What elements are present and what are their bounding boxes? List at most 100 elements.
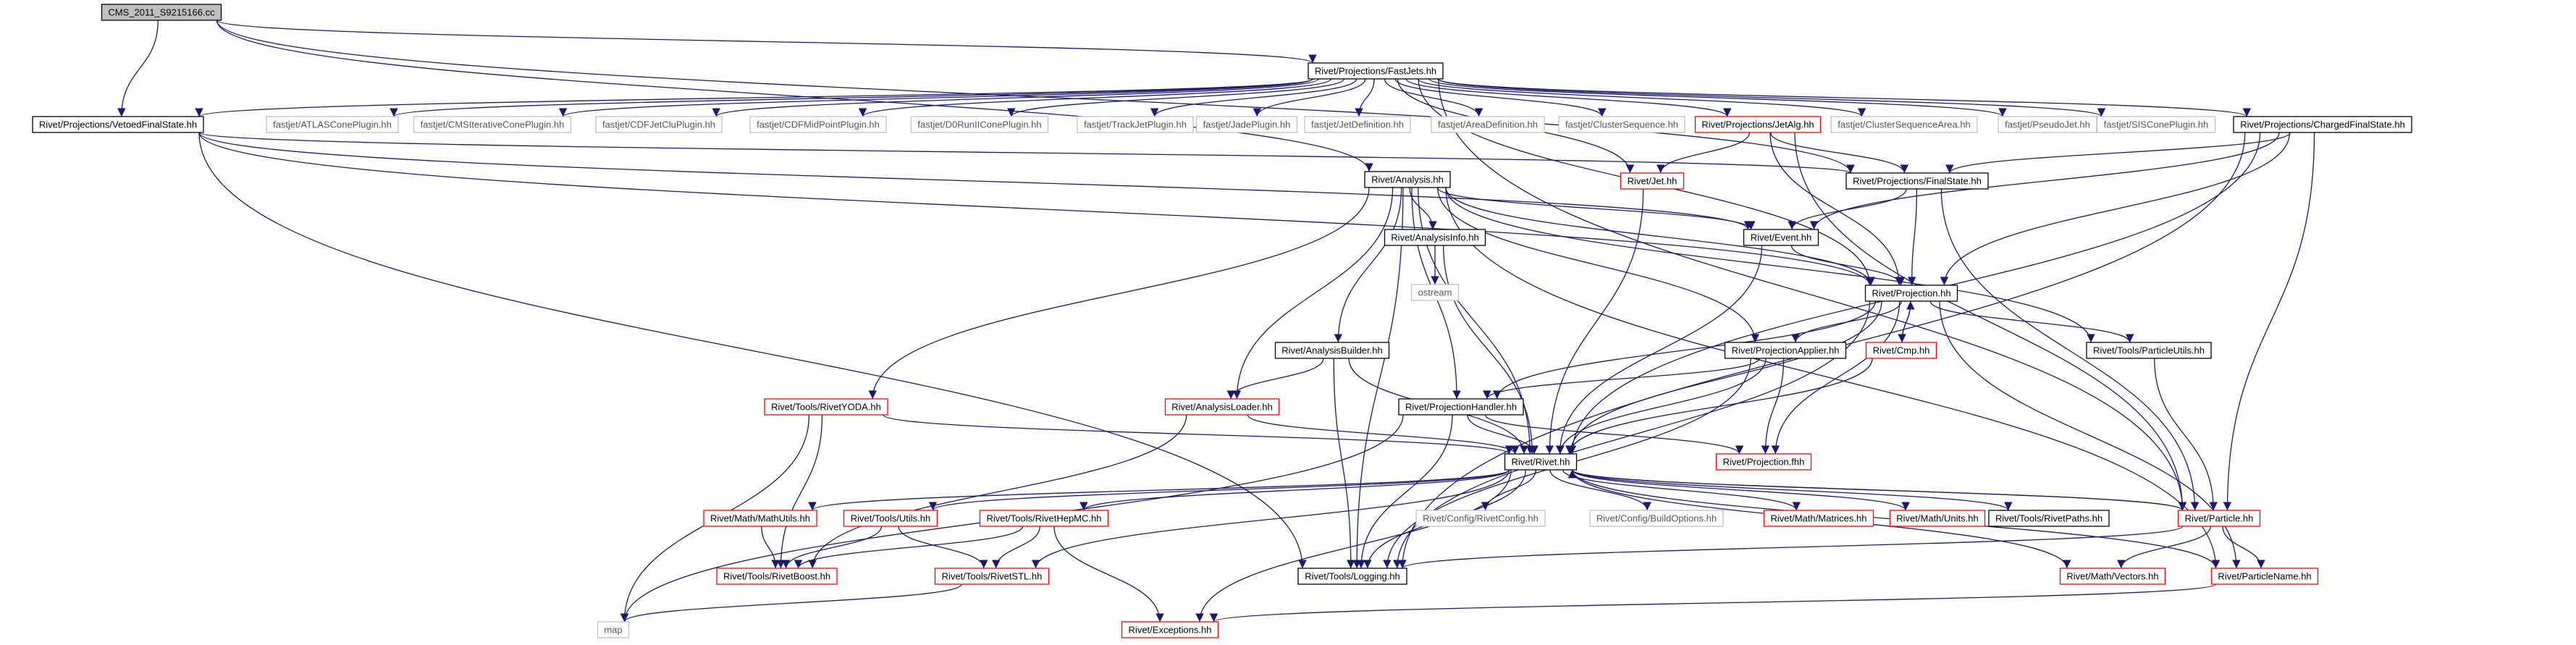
node-projapplier[interactable]: Rivet/ProjectionApplier.hh [1724,342,1847,359]
node-jade[interactable]: fastjet/JadePlugin.hh [1195,116,1298,133]
node-label: Rivet/Tools/RivetYODA.hh [771,402,881,413]
node-utils[interactable]: Rivet/Tools/Utils.hh [843,510,938,527]
node-box [1865,342,1937,359]
graph-nodes: CMS_2011_S9215166.ccRivet/Projections/Fa… [32,4,2412,638]
edge-analysis-to-analysisbuilder [1334,187,1402,343]
edge-fastjets-to-d0run [1007,78,1344,117]
node-logging[interactable]: Rivet/Tools/Logging.hh [1297,568,1407,585]
node-label: Rivet/Tools/ParticleUtils.hh [2093,345,2205,356]
node-ostream[interactable]: ostream [1410,284,1460,301]
node-box [1620,172,1685,190]
node-label: fastjet/SISConePlugin.hh [2104,119,2209,130]
node-box [1431,116,1545,133]
node-label: Rivet/Config/BuildOptions.hh [1596,513,1717,524]
node-exceptions[interactable]: Rivet/Exceptions.hh [1121,621,1219,638]
edge-particleutils-to-particle [2154,358,2218,511]
node-analysisloader[interactable]: Rivet/AnalysisLoader.hh [1164,398,1280,416]
edge-analysis-to-analysisinfo [1409,187,1437,230]
node-map[interactable]: map [597,621,630,638]
edge-particle-to-logging [1398,526,2184,569]
node-cdfmid[interactable]: fastjet/CDFMidPointPlugin.hh [749,116,887,133]
node-rivetboost[interactable]: Rivet/Tools/RivetBoost.hh [716,568,838,585]
node-event[interactable]: Rivet/Event.hh [1743,229,1819,246]
node-chargedfs[interactable]: Rivet/Projections/ChargedFinalState.hh [2233,116,2412,133]
node-finalstate[interactable]: Rivet/Projections/FinalState.hh [1845,172,1989,190]
node-analysisinfo[interactable]: Rivet/AnalysisInfo.hh [1384,229,1486,246]
node-box [2233,116,2412,133]
node-label: Rivet/ParticleName.hh [2218,571,2311,582]
edge-rivetyoda-to-rivet [883,414,1513,455]
edge-finalstate-to-event [1788,188,1907,230]
node-label: Rivet/Tools/Logging.hh [1305,571,1400,582]
node-matrices[interactable]: Rivet/Math/Matrices.hh [1763,510,1874,527]
edge-analysis-to-projapplier [1437,187,1760,343]
node-label: Rivet/Math/MathUtils.hh [710,513,810,524]
node-atlascone[interactable]: fastjet/ATLASConePlugin.hh [266,116,399,133]
node-jetdef[interactable]: fastjet/JetDefinition.hh [1304,116,1411,133]
node-projection[interactable]: Rivet/Projection.hh [1864,284,1958,302]
edge-fastjets-to-cdfmid [859,78,1332,117]
node-trackjet[interactable]: fastjet/TrackJetPlugin.hh [1077,116,1194,133]
node-jetalg[interactable]: Rivet/Projections/JetAlg.hh [1694,116,1822,133]
node-particlename[interactable]: Rivet/ParticleName.hh [2210,568,2319,585]
node-label: Rivet/ProjectionApplier.hh [1732,345,1840,356]
node-cdfjetclu[interactable]: fastjet/CDFJetCluPlugin.hh [595,116,723,133]
node-vectors[interactable]: Rivet/Math/Vectors.hh [2059,568,2166,585]
edge-fastjets-to-atlascone [390,78,1313,117]
node-units[interactable]: Rivet/Math/Units.hh [1889,510,1986,527]
node-analysis[interactable]: Rivet/Analysis.hh [1364,171,1451,188]
edge-projection-to-logging [1392,300,1871,569]
node-clusterseq[interactable]: fastjet/ClusterSequence.hh [1558,116,1685,133]
node-rivet[interactable]: Rivet/Rivet.hh [1504,453,1578,471]
node-projfhh[interactable]: Rivet/Projection.fhh [1715,453,1812,471]
node-label: fastjet/ClusterSequenceArea.hh [1838,119,1971,130]
node-box [1589,510,1724,527]
node-vetoedfs[interactable]: Rivet/Projections/VetoedFinalState.hh [32,116,204,133]
edge-analysis-to-logging [1352,187,1404,569]
node-root[interactable]: CMS_2011_S9215166.cc [101,4,222,21]
edge-cmp-to-projection [1901,300,1915,343]
node-mathutils[interactable]: Rivet/Math/MathUtils.hh [703,510,817,527]
node-analysisbuilder[interactable]: Rivet/AnalysisBuilder.hh [1274,342,1390,359]
node-pseudojet[interactable]: fastjet/PseudoJet.hh [1998,116,2097,133]
node-particle[interactable]: Rivet/Particle.hh [2177,510,2261,527]
node-rivetstl[interactable]: Rivet/Tools/RivetSTL.hh [934,568,1050,585]
edge-fastjets-to-trackjet [1150,78,1358,117]
node-box [1889,510,1986,527]
node-box [2210,568,2319,585]
node-label: fastjet/AreaDefinition.hh [1438,119,1538,130]
node-clusterseqarea[interactable]: fastjet/ClusterSequenceArea.hh [1830,116,1978,133]
node-projhandler[interactable]: Rivet/ProjectionHandler.hh [1398,398,1524,416]
node-box [1743,229,1819,246]
node-box [2086,342,2212,359]
node-cmp[interactable]: Rivet/Cmp.hh [1865,342,1937,359]
node-rivetyoda[interactable]: Rivet/Tools/RivetYODA.hh [764,398,888,416]
node-box [910,116,1049,133]
node-label: Rivet/Math/Vectors.hh [2066,571,2158,582]
node-label: Rivet/Math/Matrices.hh [1771,513,1867,524]
node-label: Rivet/Analysis.hh [1371,174,1444,185]
node-label: ostream [1418,287,1452,298]
node-box [1715,453,1812,471]
node-cmsiter[interactable]: fastjet/CMSIterativeConePlugin.hh [413,116,572,133]
node-d0run[interactable]: fastjet/D0RunIIConePlugin.hh [910,116,1049,133]
node-fastjets[interactable]: Rivet/Projections/FastJets.hh [1308,62,1444,80]
node-label: Rivet/AnalysisBuilder.hh [1281,345,1382,356]
edge-fastjets-to-pseudojet [1428,78,2007,117]
edge-jet-to-rivet [1545,188,1644,455]
node-rivetconfig[interactable]: Rivet/Config/RivetConfig.hh [1415,510,1546,527]
node-box [1694,116,1822,133]
edge-rivethepmc-to-rivetboost [794,526,1024,569]
node-siscone[interactable]: fastjet/SISConePlugin.hh [2096,116,2216,133]
node-buildoptions[interactable]: Rivet/Config/BuildOptions.hh [1589,510,1724,527]
node-jet[interactable]: Rivet/Jet.hh [1620,172,1685,190]
edge-utils-to-rivetstl [898,526,988,569]
node-areadef[interactable]: fastjet/AreaDefinition.hh [1431,116,1545,133]
edge-fastjets-to-jetdef [1355,78,1375,117]
node-rivethepmc[interactable]: Rivet/Tools/RivetHepMC.hh [979,510,1109,527]
node-particleutils[interactable]: Rivet/Tools/ParticleUtils.hh [2086,342,2212,359]
edge-fastjets-to-siscone [1437,78,2105,117]
node-box [1384,229,1486,246]
node-rivetpaths[interactable]: Rivet/Tools/RivetPaths.hh [1988,510,2110,527]
edge-rivetstl-to-map [620,583,962,623]
